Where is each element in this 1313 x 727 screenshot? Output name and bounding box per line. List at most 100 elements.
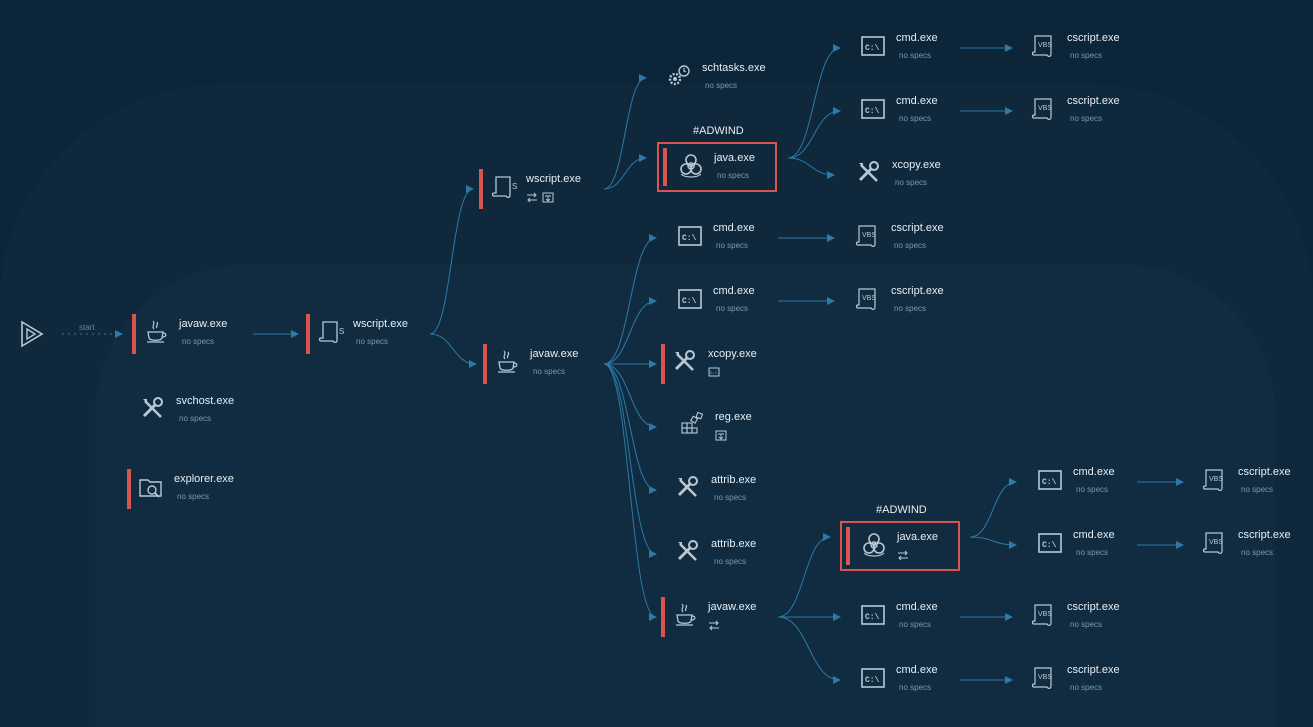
process-node-java-malicious[interactable]: java.exe (840, 521, 960, 571)
svg-text:S: S (512, 182, 517, 191)
process-name: cmd.exe (713, 285, 755, 297)
process-name: cmd.exe (1073, 466, 1115, 478)
process-edge (787, 107, 841, 159)
tools-icon (855, 159, 883, 187)
start-label: start (79, 323, 95, 332)
suspicious-marker (661, 597, 665, 637)
network-icon (527, 192, 537, 203)
process-name: java.exe (714, 152, 755, 164)
svg-text:VBS: VBS (1038, 611, 1052, 618)
cmd-badge-icon: C:\ (708, 367, 720, 377)
process-name: cscript.exe (1067, 664, 1120, 676)
cmd-icon: C:\ (859, 95, 887, 123)
java-icon (493, 348, 521, 376)
cmd-icon: C:\ (1036, 529, 1064, 557)
process-specs: no specs (714, 557, 747, 566)
process-node-javaw[interactable]: javaw.exe (661, 597, 811, 641)
process-name: cscript.exe (1238, 529, 1291, 541)
svg-text:C:\: C:\ (865, 676, 880, 685)
process-specs: no specs (894, 304, 927, 313)
process-specs: no specs (899, 51, 932, 60)
svg-text:C:\: C:\ (865, 107, 880, 116)
process-name: cmd.exe (713, 222, 755, 234)
process-node-cscript[interactable]: VBS cscript.exe no specs (1191, 525, 1313, 569)
process-badges (526, 191, 554, 203)
process-name: xcopy.exe (708, 348, 757, 360)
cmd-icon: C:\ (859, 32, 887, 60)
process-specs: no specs (1076, 548, 1109, 557)
script-icon: S (489, 173, 517, 201)
process-badges: C:\ (708, 366, 720, 378)
process-badges (708, 619, 720, 631)
process-name: wscript.exe (353, 318, 409, 330)
cmd-icon: C:\ (1036, 466, 1064, 494)
folder-search-icon (137, 473, 165, 501)
process-badges (715, 429, 727, 441)
process-specs: no specs (716, 304, 749, 313)
background-region (95, 265, 1275, 727)
svg-text:VBS: VBS (1038, 42, 1052, 49)
malware-tag: #ADWIND (876, 504, 927, 516)
process-node-javaw[interactable]: javaw.exe no specs (132, 314, 282, 358)
suspicious-marker (663, 148, 667, 186)
process-edge (787, 157, 835, 179)
process-specs: no specs (1241, 548, 1274, 557)
process-edge (969, 478, 1017, 538)
process-name: attrib.exe (711, 474, 757, 486)
svg-text:VBS: VBS (1209, 476, 1223, 483)
process-name: reg.exe (715, 411, 752, 423)
process-specs: no specs (182, 337, 215, 346)
svg-text:VBS: VBS (862, 232, 876, 239)
process-node-reg[interactable]: reg.exe (668, 407, 818, 451)
play-icon (21, 320, 44, 348)
java-icon (142, 318, 170, 346)
vbs-icon: VBS (1030, 601, 1058, 629)
svg-text:C:\: C:\ (710, 371, 718, 376)
process-specs: no specs (1241, 485, 1274, 494)
process-specs: no specs (177, 492, 210, 501)
tools-icon (674, 474, 702, 502)
process-name: cmd.exe (1073, 529, 1115, 541)
start-button[interactable] (18, 320, 46, 348)
process-specs: no specs (899, 114, 932, 123)
process-specs: no specs (705, 81, 738, 90)
vbs-icon: VBS (1201, 466, 1229, 494)
process-node-cmd[interactable]: C:\ cmd.exe no specs (1026, 525, 1176, 569)
process-name: java.exe (897, 531, 938, 543)
process-specs: no specs (895, 178, 928, 187)
process-edge (603, 154, 647, 190)
process-name: javaw.exe (179, 318, 228, 330)
process-edge (777, 616, 841, 684)
process-name: cscript.exe (1067, 32, 1120, 44)
vbs-icon: VBS (1201, 529, 1229, 557)
vbs-icon: VBS (1030, 664, 1058, 692)
svg-text:S: S (339, 327, 344, 336)
